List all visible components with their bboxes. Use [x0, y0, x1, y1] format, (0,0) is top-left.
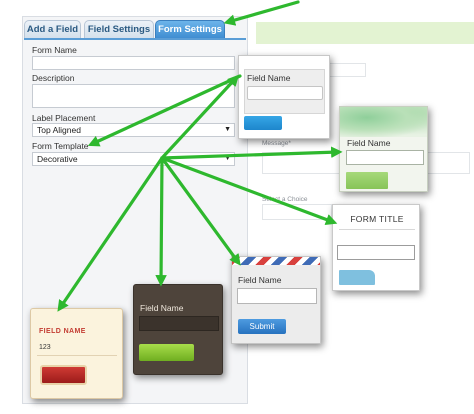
label-placement-label: Label Placement	[32, 113, 96, 123]
template-field-value: 123	[39, 344, 51, 351]
arrow-icon	[87, 74, 242, 147]
template-card-titled: FORM TITLE	[332, 204, 420, 291]
watercolor-header	[340, 107, 427, 137]
preview-message-label: Message*	[262, 140, 291, 147]
template-card-airmail: Field Name Submit	[231, 256, 321, 344]
tab-add-field[interactable]: Add a Field	[24, 20, 81, 39]
template-divider	[37, 355, 117, 356]
form-name-label: Form Name	[32, 45, 77, 55]
template-field-input	[337, 245, 415, 260]
tab-field-settings[interactable]: Field Settings	[84, 20, 154, 39]
template-field-input	[346, 150, 424, 165]
preview-choice-label: Select a Choice	[262, 196, 308, 203]
arrow-icon	[160, 146, 343, 160]
template-submit-button	[40, 365, 87, 385]
tab-divider	[24, 38, 246, 40]
tab-form-settings[interactable]: Form Settings	[155, 20, 225, 39]
template-field-label: Field Name	[238, 275, 282, 285]
template-submit-button	[339, 270, 375, 285]
airmail-stripe	[232, 257, 320, 265]
arrow-icon	[160, 74, 240, 160]
template-field-input	[139, 316, 219, 331]
form-template-label: Form Template	[32, 141, 89, 151]
template-card-watercolor: Field Name	[339, 106, 428, 192]
form-template-select[interactable]: Decorative ▼	[32, 152, 235, 166]
description-textarea[interactable]	[32, 84, 235, 108]
form-template-value: Decorative	[37, 154, 78, 164]
description-label: Description	[32, 73, 75, 83]
arrow-icon	[57, 156, 164, 312]
label-placement-value: Top Aligned	[37, 125, 81, 135]
chevron-down-icon: ▼	[224, 155, 231, 162]
template-field-label: Field Name	[247, 73, 291, 83]
template-submit-button	[346, 172, 388, 189]
arrow-icon	[160, 156, 241, 266]
chevron-down-icon: ▼	[224, 126, 231, 133]
template-submit-button	[139, 344, 194, 361]
template-form-title: FORM TITLE	[350, 214, 404, 224]
template-field-label: Field Name	[347, 138, 391, 148]
arrow-icon	[155, 156, 167, 287]
template-field-input	[247, 86, 323, 100]
template-card-plain: Field Name	[238, 55, 330, 139]
template-submit-button: Submit	[238, 319, 286, 334]
arrow-icon	[160, 156, 338, 225]
template-card-decorative: FIELD NAME 123	[30, 308, 123, 399]
preview-header-band	[256, 22, 474, 44]
template-divider	[339, 229, 415, 230]
template-submit-button	[244, 116, 282, 130]
template-card-dark: Field Name	[133, 284, 223, 375]
template-field-label: FIELD NAME	[39, 328, 86, 335]
template-field-input	[237, 288, 317, 304]
template-field-label: Field Name	[140, 303, 184, 313]
arrow-icon	[223, 0, 300, 26]
form-name-input[interactable]	[32, 56, 235, 70]
